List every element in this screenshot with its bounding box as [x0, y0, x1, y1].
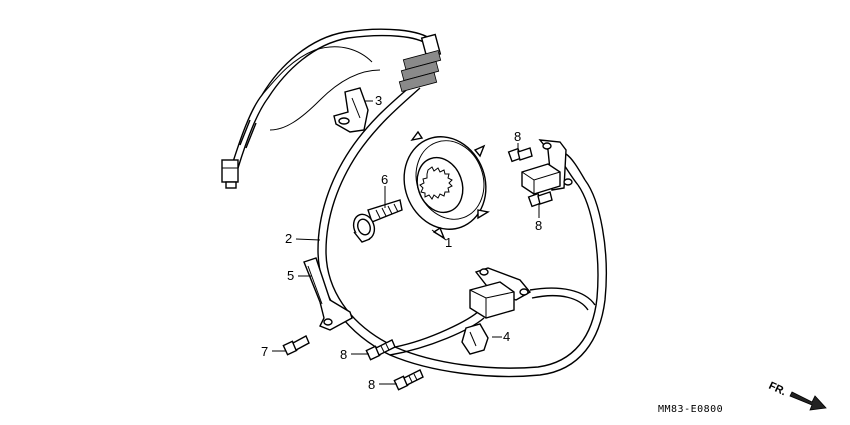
callout-8-lower-b: 8 [368, 377, 375, 392]
bolt-7 [282, 335, 310, 356]
pulse-generator-upper [521, 139, 573, 195]
pulser-rotor-part-1 [403, 130, 490, 240]
leader-lines [272, 100, 540, 385]
callout-8-upper-b: 8 [535, 218, 542, 233]
callout-8-lower-a: 8 [340, 347, 347, 362]
callout-4: 4 [503, 329, 510, 344]
wire-harness [231, 28, 607, 378]
bolt-8-upper-b [527, 191, 553, 208]
clip-part-4 [461, 323, 489, 355]
front-direction-arrow: FR. [767, 380, 827, 411]
arrow-icon [789, 391, 827, 411]
bolt-8-lower-b [393, 369, 424, 391]
front-arrow-label: FR. [767, 380, 788, 398]
flange-bolt-part-6 [352, 199, 403, 243]
callout-1: 1 [445, 235, 452, 250]
callout-2: 2 [285, 231, 292, 246]
callout-8-upper-a: 8 [514, 129, 521, 144]
drawing-code: MM83-E0800 [658, 404, 723, 415]
bolt-8-lower-a [365, 339, 396, 361]
harness-connector-left [221, 159, 239, 189]
callout-7: 7 [261, 344, 268, 359]
pulse-generator-lower [469, 267, 532, 319]
harness-connector-block [398, 33, 442, 92]
clamp-part-3 [333, 87, 369, 133]
bolt-8-upper-a [507, 147, 533, 163]
callout-6: 6 [381, 172, 388, 187]
bracket-part-5 [303, 257, 353, 331]
callout-3: 3 [375, 93, 382, 108]
callout-5: 5 [287, 268, 294, 283]
